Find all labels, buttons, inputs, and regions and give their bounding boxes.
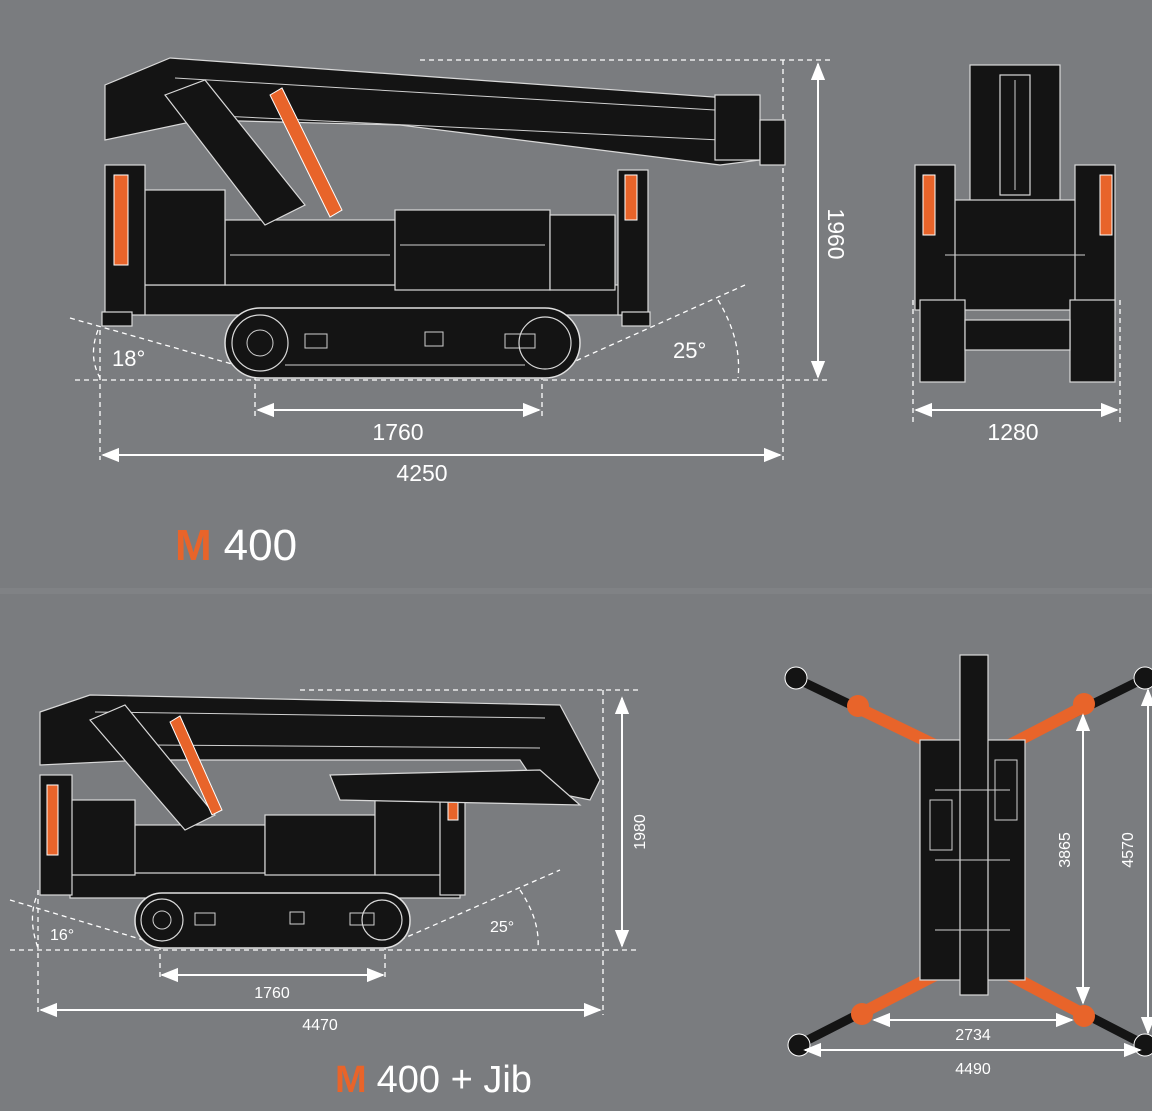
- top-view-outer-width-dimension: 4490: [803, 1042, 1142, 1078]
- m400-jib-model-suffix: 400 + Jib: [377, 1059, 532, 1101]
- m400-jib-side-view: [9, 689, 640, 1015]
- m400-total-length-label: 4250: [396, 460, 447, 486]
- section-divider: [0, 588, 1152, 594]
- m400-side-view: [69, 57, 830, 460]
- m400-front-view: [912, 64, 1121, 425]
- m400-track-length-label: 1760: [372, 419, 423, 445]
- m400-jib-model-prefix: M: [335, 1059, 367, 1101]
- top-view-inner-width-label: 2734: [955, 1027, 991, 1044]
- top-view-outer-length-dimension: 4570: [1120, 688, 1152, 1035]
- m400-height-label: 1960: [823, 208, 849, 259]
- m400-track-dimension: 1760: [256, 402, 541, 445]
- m400-jib-track-dimension: 1760: [160, 967, 385, 1002]
- m400-height-dimension: 1960: [810, 62, 849, 379]
- m400-angle-left-label: 18°: [112, 346, 145, 371]
- m400-angle-right-label: 25°: [673, 338, 706, 363]
- m400-width-label: 1280: [987, 419, 1038, 445]
- m400-jib-angle-left-label: 16°: [50, 927, 74, 944]
- m400-model-prefix: M: [175, 521, 212, 570]
- m400-jib-height-label: 1980: [632, 814, 649, 850]
- top-view-inner-length-dimension: 3865: [1057, 713, 1091, 1005]
- m400-width-dimension: 1280: [914, 402, 1119, 445]
- m400-jib-height-dimension: 1980: [614, 696, 649, 948]
- m400-jib-total-length-label: 4470: [302, 1017, 338, 1034]
- top-view-outer-width-label: 4490: [955, 1061, 991, 1078]
- top-view-outer-length-label: 4570: [1120, 832, 1137, 868]
- m400-model-suffix: 400: [224, 521, 297, 570]
- m400-jib-total-length-dimension: 4470: [39, 1002, 602, 1034]
- m400-total-length-dimension: 4250: [101, 447, 782, 486]
- m400-jib-track-length-label: 1760: [254, 985, 290, 1002]
- top-view-inner-width-dimension: 2734: [872, 1012, 1074, 1044]
- m400-jib-top-view: [784, 654, 1152, 1057]
- m400-jib-angle-right-label: 25°: [490, 919, 514, 936]
- top-view-inner-length-label: 3865: [1057, 832, 1074, 868]
